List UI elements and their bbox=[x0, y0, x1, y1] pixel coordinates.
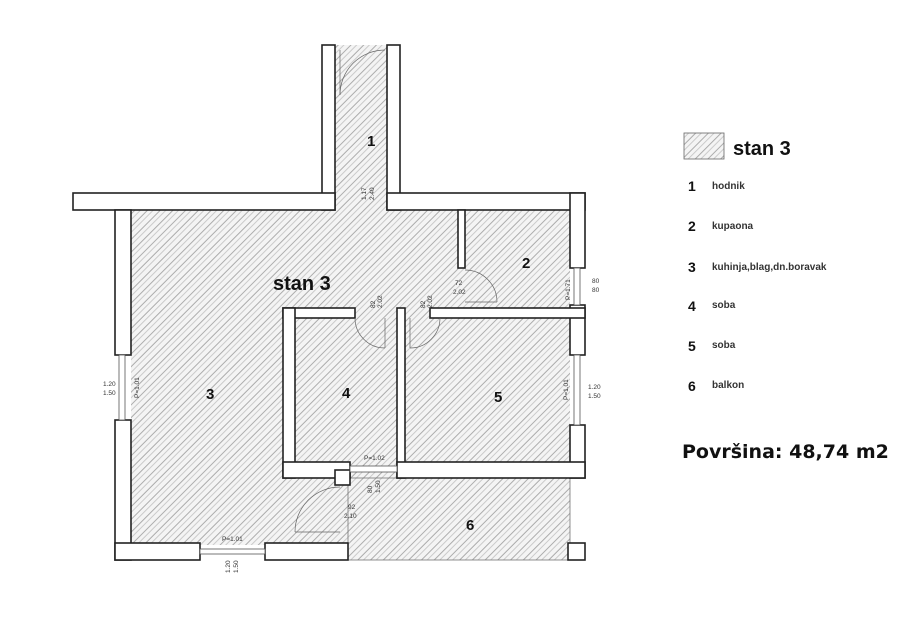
total-area: Površina: 48,74 m2 bbox=[682, 441, 889, 463]
label: 4 bbox=[688, 298, 696, 314]
legend-item: 1 hodnik bbox=[688, 178, 745, 194]
floor-area bbox=[131, 45, 571, 561]
legend-hatch-swatch bbox=[683, 132, 725, 160]
label: balkon bbox=[712, 380, 744, 391]
legend: stan 3 1 hodnik 2 kupaona 3 kuhinja,blag… bbox=[682, 132, 889, 463]
label: 80 bbox=[592, 278, 600, 285]
apartment-label: stan 3 bbox=[273, 273, 331, 295]
label: 2.02 bbox=[427, 295, 434, 308]
room-number-1: 1 bbox=[367, 133, 375, 150]
label: hodnik bbox=[712, 181, 745, 192]
room-number-2: 2 bbox=[522, 255, 530, 272]
label: soba bbox=[712, 340, 736, 351]
legend-item: 4 soba bbox=[688, 298, 736, 314]
label: P=1.01 bbox=[222, 536, 243, 543]
label: kupaona bbox=[712, 221, 754, 232]
label: 2.10 bbox=[344, 513, 357, 520]
label: soba bbox=[712, 300, 736, 311]
legend-title: stan 3 bbox=[733, 138, 791, 160]
label: P=1.71 bbox=[565, 279, 572, 300]
dimension-labels: 1.17 2.40 72 2.02 82 2.02 82 2.02 P=1.71… bbox=[103, 187, 601, 573]
label: 82 bbox=[370, 300, 377, 308]
label: 80 bbox=[367, 485, 374, 493]
label: P=1.02 bbox=[364, 455, 385, 462]
legend-item: 6 balkon bbox=[688, 378, 744, 394]
label: 3 bbox=[688, 259, 696, 275]
windows bbox=[118, 267, 581, 555]
label: 1.17 bbox=[361, 187, 368, 200]
label: 2.02 bbox=[453, 289, 466, 296]
doors bbox=[294, 49, 498, 533]
label: 2.40 bbox=[369, 187, 376, 200]
label: 1.50 bbox=[588, 393, 601, 400]
legend-item: 3 kuhinja,blag,dn.boravak bbox=[688, 259, 827, 275]
walls bbox=[72, 44, 586, 561]
label: 1.20 bbox=[588, 384, 601, 391]
label: 80 bbox=[592, 287, 600, 294]
label: 1 bbox=[688, 178, 696, 194]
label: 72 bbox=[455, 280, 463, 287]
label: 1.50 bbox=[103, 390, 116, 397]
label: 1.20 bbox=[225, 560, 232, 573]
label: 1.50 bbox=[233, 560, 240, 573]
label: P=1.01 bbox=[563, 379, 570, 400]
room-number-5: 5 bbox=[494, 389, 502, 406]
room-number-3: 3 bbox=[206, 386, 214, 403]
room-number-4: 4 bbox=[342, 385, 351, 402]
label: 82 bbox=[420, 300, 427, 308]
label: kuhinja,blag,dn.boravak bbox=[712, 262, 827, 273]
label: 6 bbox=[688, 378, 696, 394]
legend-item: 5 soba bbox=[688, 338, 736, 354]
label: 2 bbox=[688, 218, 696, 234]
legend-item: 2 kupaona bbox=[688, 218, 754, 234]
label: 92 bbox=[348, 504, 356, 511]
label: 2.02 bbox=[377, 295, 384, 308]
label: P=1.01 bbox=[134, 377, 141, 398]
room-number-6: 6 bbox=[466, 517, 474, 534]
label: 1.20 bbox=[103, 381, 116, 388]
label: 1.50 bbox=[375, 480, 382, 493]
label: 5 bbox=[688, 338, 696, 354]
